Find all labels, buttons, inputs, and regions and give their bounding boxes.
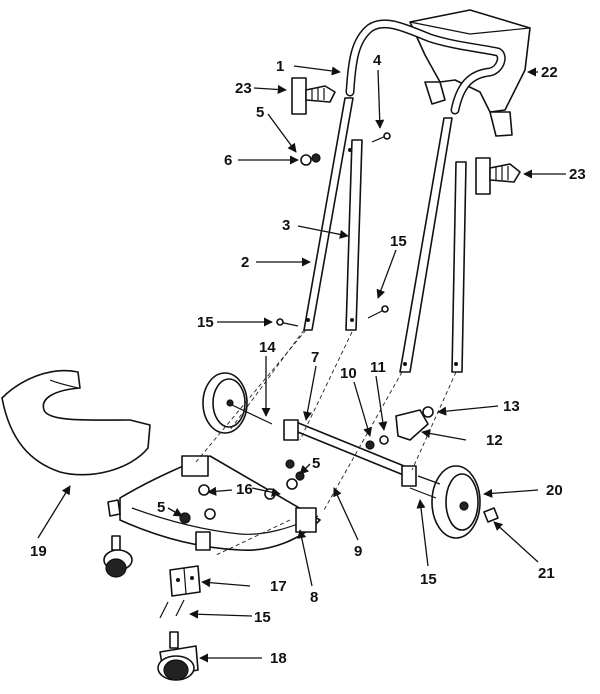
- callout-2: 2: [241, 254, 249, 271]
- callout-19: 19: [30, 543, 47, 560]
- callout-4: 4: [373, 52, 382, 69]
- callout-9: 9: [354, 543, 362, 560]
- knob-part-left: [291, 77, 336, 115]
- callout-11: 11: [370, 359, 386, 376]
- callout-18: 18: [270, 650, 287, 667]
- hopper-part: [409, 9, 531, 137]
- screw-part-15-bottom: [159, 599, 185, 619]
- callout-5-top: 5: [256, 104, 264, 121]
- alignment-lines: [195, 329, 457, 557]
- knob-part-right: [475, 157, 521, 195]
- callout-3: 3: [282, 217, 290, 234]
- callout-20: 20: [546, 482, 563, 499]
- caster-part-small: [103, 535, 133, 578]
- clip-part: [107, 499, 121, 517]
- screw-part-15-mid: [367, 305, 389, 319]
- callout-21: 21: [538, 565, 555, 582]
- bracket-part: [365, 406, 434, 450]
- callout-13: 13: [503, 398, 520, 415]
- callout-15-right: 15: [420, 571, 437, 588]
- wheel-part-right: [431, 465, 481, 539]
- callout-17: 17: [270, 578, 287, 595]
- plate-part: [169, 565, 201, 597]
- callout-15-bottom: 15: [254, 609, 271, 626]
- axle-bar-part: [283, 419, 417, 487]
- callout-15-left: 15: [197, 314, 214, 331]
- callout-6: 6: [224, 152, 232, 169]
- callout-22: 22: [541, 64, 558, 81]
- callout-12: 12: [486, 432, 503, 449]
- wheel-part-left: [202, 372, 273, 434]
- caster-part-large: [157, 631, 199, 681]
- callout-labels: 1 23 4 5 6 22 23 3 15 2 15 14 7 10 11 13…: [30, 52, 586, 667]
- frame-rail-right: [399, 117, 467, 373]
- cover-part: [1, 369, 151, 476]
- handle-part: [345, 19, 506, 115]
- callout-23-left: 23: [235, 80, 252, 97]
- callout-5-low: 5: [157, 499, 165, 516]
- callout-10: 10: [340, 365, 357, 382]
- callout-23-right: 23: [569, 166, 586, 183]
- callout-7: 7: [311, 349, 319, 366]
- frame-rail-left: [303, 97, 363, 331]
- callout-15-upper: 15: [390, 233, 407, 250]
- callout-16: 16: [236, 481, 253, 498]
- washer-part-5-6: [300, 153, 321, 166]
- screw-part-4: [371, 132, 391, 143]
- screw-part-15-left: [276, 318, 299, 327]
- callout-8: 8: [310, 589, 318, 606]
- callout-14: 14: [259, 339, 276, 356]
- cap-part: [483, 507, 499, 523]
- screw-part-15-right: [409, 475, 441, 499]
- callout-1: 1: [276, 58, 284, 75]
- base-tray-part: [119, 455, 321, 551]
- callout-5-mid: 5: [312, 455, 320, 472]
- leader-lines: [37, 65, 566, 663]
